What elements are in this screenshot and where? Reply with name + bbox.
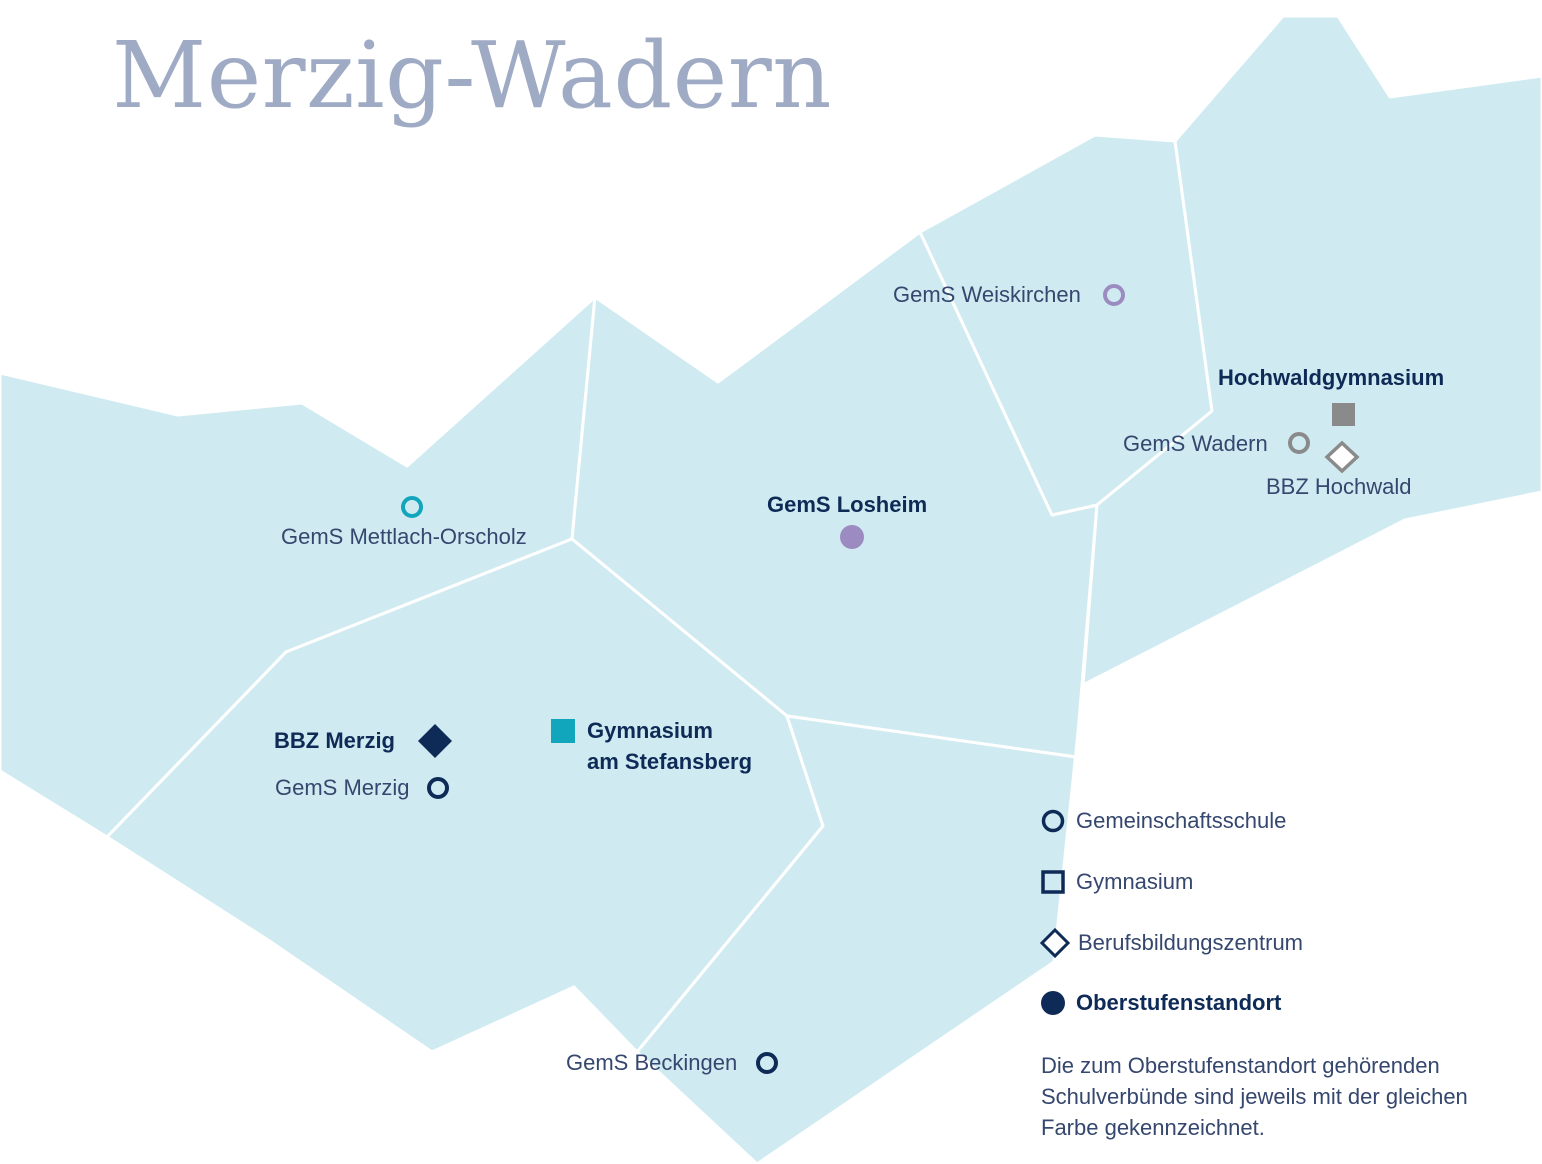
- legend-label: Oberstufenstandort: [1076, 990, 1282, 1015]
- bbz-hochwald-diamond-icon: [1324, 440, 1360, 474]
- label-beckingen: GemS Beckingen: [566, 1050, 738, 1075]
- legend-label: Berufsbildungszentrum: [1078, 930, 1304, 955]
- label-wadern: GemS Wadern: [1123, 431, 1268, 456]
- label-bbz-merzig: BBZ Merzig: [274, 728, 395, 753]
- wadern-ring-icon: [1288, 432, 1310, 454]
- label-merzig: GemS Merzig: [275, 775, 410, 800]
- bbz-merzig-diamond-icon: [418, 724, 452, 758]
- label-stefansberg-line1: Gymnasium: [587, 718, 713, 743]
- ring-icon: [1041, 809, 1065, 833]
- region-wadern: [1081, 14, 1542, 687]
- weiskirchen-ring-icon: [1103, 284, 1125, 306]
- region-merzig: [105, 537, 825, 1054]
- legend-oberstufenstandort: Oberstufenstandort: [1040, 990, 1281, 1016]
- label-losheim: GemS Losheim: [767, 492, 928, 517]
- legend-label: Gymnasium: [1076, 869, 1194, 894]
- legend-gymnasium: Gymnasium: [1040, 869, 1193, 895]
- label-mettlach: GemS Mettlach-Orscholz: [281, 524, 527, 549]
- legend-berufsbildungszentrum: Berufsbildungszentrum: [1040, 928, 1303, 958]
- label-bbz-hochwald: BBZ Hochwald: [1266, 474, 1412, 499]
- region-beckingen: [635, 683, 1085, 1164]
- map-title: Merzig-Wadern: [112, 22, 832, 129]
- square-outline-icon: [1041, 870, 1065, 894]
- merzig-ring-icon: [427, 777, 449, 799]
- label-stefansberg-line2: am Stefansberg: [587, 749, 753, 774]
- legend-gemeinschaftsschule: Gemeinschaftsschule: [1040, 808, 1286, 834]
- legend-label: Gemeinschaftsschule: [1076, 808, 1287, 833]
- hochwaldgymnasium-square-icon: [1332, 403, 1355, 426]
- diamond-outline-icon: [1040, 928, 1070, 958]
- stefansberg-square-icon: [551, 719, 575, 743]
- beckingen-ring-icon: [756, 1052, 778, 1074]
- legend-note: Die zum Oberstufenstandort gehörenden Sc…: [1041, 1053, 1468, 1140]
- label-weiskirchen: GemS Weiskirchen: [893, 282, 1081, 307]
- label-hochwaldgymnasium: Hochwaldgymnasium: [1218, 365, 1445, 390]
- mettlach-ring-icon: [401, 496, 423, 518]
- dot-icon: [1041, 991, 1065, 1015]
- losheim-dot-icon: [840, 525, 864, 549]
